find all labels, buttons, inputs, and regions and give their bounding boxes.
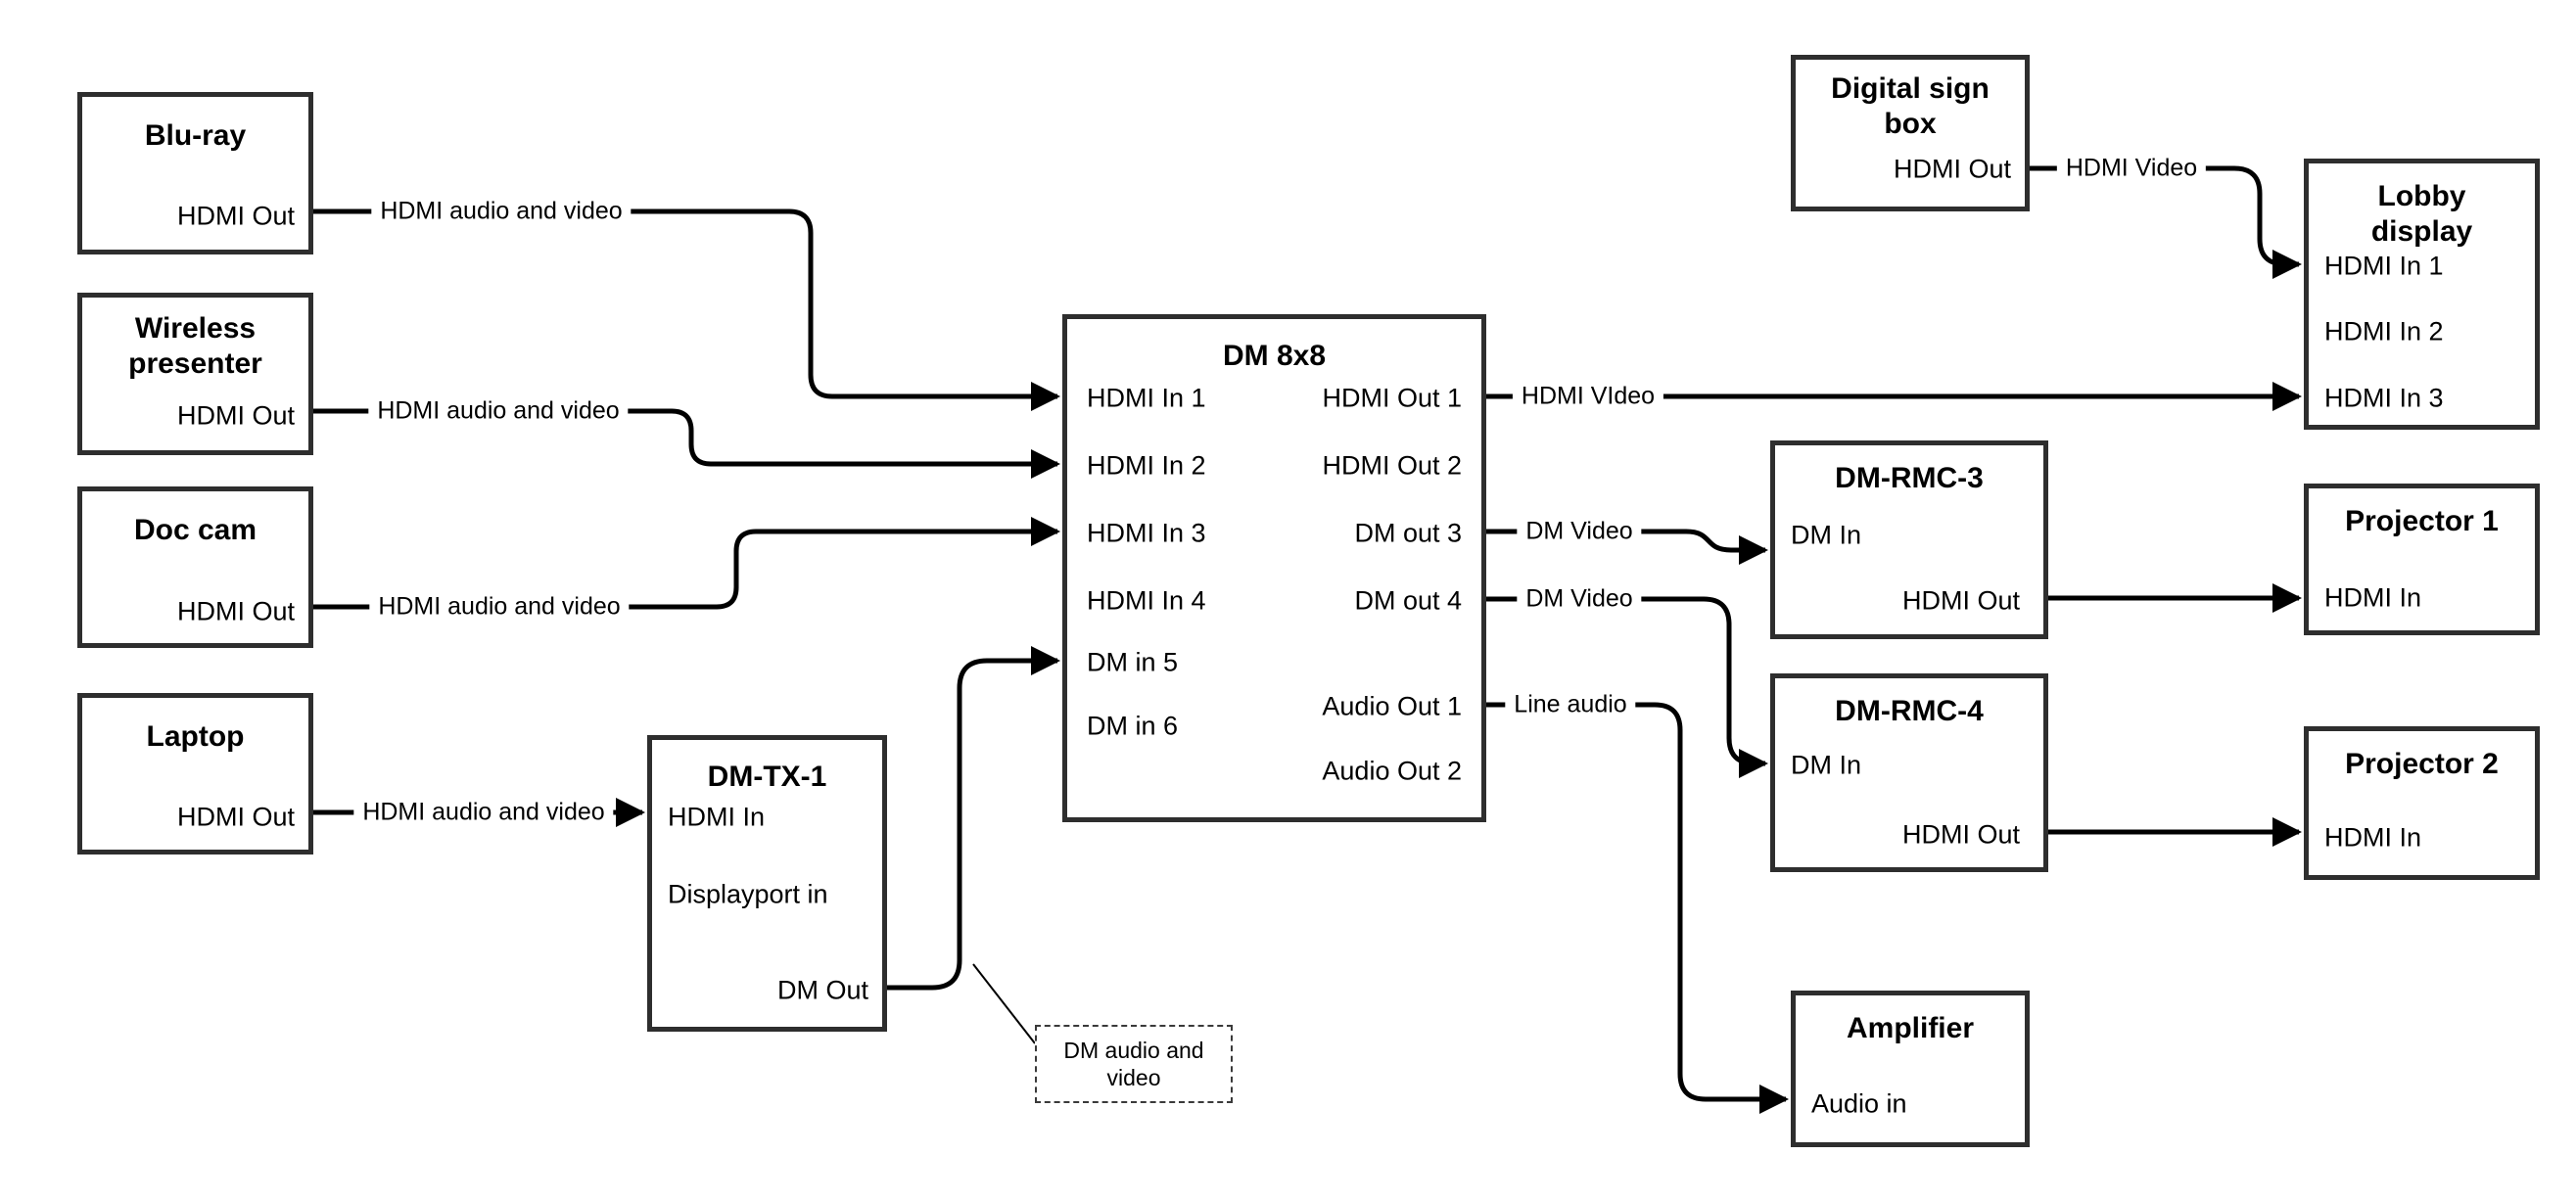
wire-dm8x8-audioout1-to-amplifier (1486, 702, 1789, 1114)
wire-label-dm-video-out4: DM Video (1517, 583, 1642, 615)
node-dm-rmc-3: DM-RMC-3 DM In HDMI Out (1770, 440, 2048, 639)
dm8x8-port-audio-out-2: Audio Out 2 (1322, 756, 1462, 786)
dmtx1-port-dm-out: DM Out (776, 975, 868, 1005)
dmtx1-port-displayport-in: Displayport in (668, 879, 828, 909)
node-lobby-display-title: Lobby display (2370, 180, 2473, 248)
node-amplifier-title: Amplifier (1846, 1012, 1975, 1044)
node-laptop: Laptop HDMI Out (77, 693, 313, 855)
lobby-port-hdmi-in-2: HDMI In 2 (2324, 316, 2444, 346)
wire-label-hdmi-video-sign: HDMI Video (2056, 153, 2207, 184)
wire-label-dm-video-out3: DM Video (1517, 516, 1642, 547)
dm8x8-port-hdmi-in-3: HDMI In 3 (1087, 518, 1206, 548)
wire-label-bluray: HDMI audio and video (371, 196, 632, 227)
node-doc-cam: Doc cam HDMI Out (77, 486, 313, 648)
doccam-port-hdmi-out: HDMI Out (176, 596, 295, 626)
node-dm-rmc-4-title: DM-RMC-4 (1835, 695, 1984, 727)
wire-label-hdmi-video-out1: HDMI VIdeo (1512, 381, 1664, 412)
annotation-dm-audio-video: DM audio and video (1035, 1025, 1233, 1103)
wire-label-doccam: HDMI audio and video (369, 591, 630, 623)
node-wireless-presenter-title: Wireless presenter (128, 312, 262, 380)
rmc3-port-hdmi-out: HDMI Out (1901, 585, 2020, 616)
digitalsign-port-hdmi-out: HDMI Out (1893, 154, 2011, 184)
node-dm-rmc-3-title: DM-RMC-3 (1835, 462, 1984, 494)
wire-dm8x8-out3-to-rmc3 (1486, 529, 1768, 565)
node-projector-1: Projector 1 HDMI In (2304, 484, 2540, 635)
node-projector-2: Projector 2 HDMI In (2304, 726, 2540, 880)
node-dm-8x8-title: DM 8x8 (1222, 340, 1327, 372)
bluray-port-hdmi-out: HDMI Out (176, 201, 295, 231)
projector1-port-hdmi-in: HDMI In (2324, 582, 2422, 613)
wire-dmtx1-to-dm8x8-in5 (887, 646, 1060, 991)
node-dm-rmc-4: DM-RMC-4 DM In HDMI Out (1770, 673, 2048, 872)
dm8x8-port-hdmi-out-1: HDMI Out 1 (1322, 383, 1462, 413)
wireless-port-hdmi-out: HDMI Out (176, 400, 295, 431)
rmc3-port-dm-in: DM In (1791, 520, 1862, 550)
dm8x8-port-hdmi-in-4: HDMI In 4 (1087, 585, 1206, 616)
wire-digitalsign-to-lobby-in1 (2030, 165, 2302, 279)
wire-dm8x8-out4-to-rmc4 (1486, 596, 1768, 778)
amplifier-port-audio-in: Audio in (1811, 1088, 1907, 1119)
node-doc-cam-title: Doc cam (133, 514, 258, 546)
dmtx1-port-hdmi-in: HDMI In (668, 802, 766, 832)
annotation-text: DM audio and video (1063, 1038, 1204, 1090)
lobby-port-hdmi-in-3: HDMI In 3 (2324, 383, 2444, 413)
dm8x8-port-hdmi-in-1: HDMI In 1 (1087, 383, 1206, 413)
node-digital-sign-box: Digital sign box HDMI Out (1791, 55, 2030, 211)
node-dm-tx-1-title: DM-TX-1 (707, 761, 827, 793)
node-projector-1-title: Projector 1 (2345, 505, 2499, 537)
node-projector-2-title: Projector 2 (2345, 748, 2499, 780)
node-wireless-presenter: Wireless presenter HDMI Out (77, 293, 313, 455)
annotation-callout-line (972, 963, 1036, 1044)
node-bluray: Blu-ray HDMI Out (77, 92, 313, 254)
node-laptop-title: Laptop (146, 720, 245, 753)
wire-label-laptop: HDMI audio and video (353, 797, 614, 828)
node-dm-8x8: DM 8x8 HDMI In 1 HDMI In 2 HDMI In 3 HDM… (1062, 314, 1486, 822)
rmc4-port-dm-in: DM In (1791, 750, 1862, 780)
wire-bluray-to-dm8x8-in1 (313, 208, 1060, 411)
dm8x8-port-dm-out-3: DM out 3 (1354, 518, 1462, 548)
laptop-port-hdmi-out: HDMI Out (176, 802, 295, 832)
node-bluray-title: Blu-ray (144, 119, 247, 152)
wire-doccam-to-dm8x8-in3 (313, 517, 1060, 610)
rmc4-port-hdmi-out: HDMI Out (1901, 819, 2020, 850)
node-digital-sign-box-title: Digital sign box (1831, 72, 1990, 140)
lobby-port-hdmi-in-1: HDMI In 1 (2324, 251, 2444, 281)
node-dm-tx-1: DM-TX-1 HDMI In Displayport in DM Out (647, 735, 887, 1032)
dm8x8-port-dm-in-5: DM in 5 (1087, 647, 1179, 677)
node-amplifier: Amplifier Audio in (1791, 991, 2030, 1147)
dm8x8-port-audio-out-1: Audio Out 1 (1322, 691, 1462, 721)
dm8x8-port-hdmi-out-2: HDMI Out 2 (1322, 450, 1462, 481)
projector2-port-hdmi-in: HDMI In (2324, 822, 2422, 853)
wire-label-line-audio: Line audio (1505, 689, 1636, 720)
wire-label-wireless: HDMI audio and video (368, 395, 629, 427)
node-lobby-display: Lobby display HDMI In 1 HDMI In 2 HDMI I… (2304, 159, 2540, 430)
dm8x8-port-hdmi-in-2: HDMI In 2 (1087, 450, 1206, 481)
wire-wireless-to-dm8x8-in2 (313, 408, 1060, 479)
dm8x8-port-dm-in-6: DM in 6 (1087, 711, 1179, 741)
dm8x8-port-dm-out-4: DM out 4 (1354, 585, 1462, 616)
